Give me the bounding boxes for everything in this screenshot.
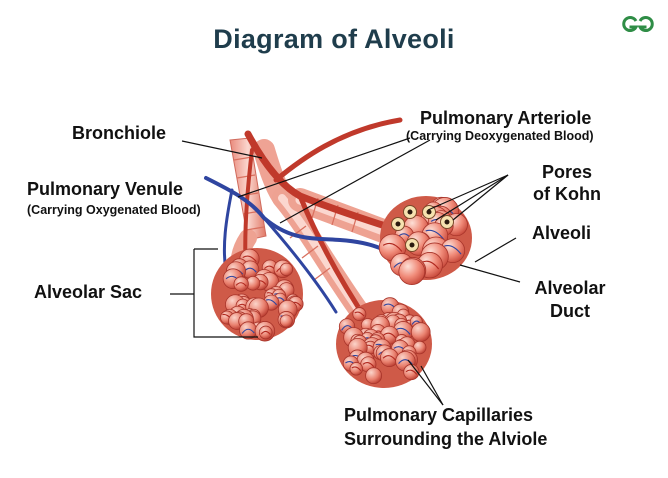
bronchiole-label: Bronchiole — [72, 123, 167, 143]
capillary — [241, 328, 255, 334]
alveolus — [279, 314, 293, 328]
capillary — [242, 255, 257, 263]
alveolus — [398, 258, 426, 286]
alveolus — [279, 262, 294, 277]
alveolus — [258, 325, 273, 340]
alveolus — [233, 276, 249, 292]
pulmonary-capillaries-label-line2: Surrounding the Alviole — [344, 429, 548, 449]
capillary — [382, 355, 397, 361]
pulmonary-arteriole-vessels — [243, 117, 403, 325]
pulmonary-arteriole-note: (Carrying Deoxygenated Blood) — [406, 129, 594, 143]
capillary — [382, 332, 397, 339]
capillary — [444, 245, 462, 255]
capillary — [425, 229, 445, 240]
page-title: Diagram of Alveoli — [213, 24, 455, 54]
capillary — [260, 330, 271, 335]
capillary — [405, 369, 418, 375]
geeksforgeeks-logo-icon — [622, 16, 654, 32]
alveolus — [352, 307, 367, 322]
capillary — [235, 282, 247, 287]
capillary — [382, 242, 403, 252]
alveolar-sac-label: Alveolar Sac — [34, 282, 143, 302]
alveolus — [410, 322, 431, 342]
pulmonary-capillaries-label-line1: Pulmonary Capillaries — [344, 405, 534, 425]
alveolus — [349, 362, 364, 376]
capillary — [395, 327, 411, 335]
capillary — [354, 311, 365, 317]
alveolar-duct-label-line2: Duct — [550, 301, 590, 321]
bottom-alveolar-cluster — [336, 297, 432, 388]
alveolar-sac-cluster — [211, 248, 304, 342]
leader-lines — [170, 137, 521, 406]
capillary — [362, 362, 375, 368]
pores-of-kohn-label-line2: of Kohn — [533, 184, 601, 204]
alveolus — [365, 367, 383, 385]
capillary — [398, 359, 413, 365]
pulmonary-venule-label: Pulmonary Venule — [27, 179, 184, 199]
alveolar-duct-label-line1: Alveolar — [534, 278, 606, 298]
capillary — [265, 299, 278, 306]
capillary — [351, 366, 362, 372]
alveoli-label: Alveoli — [532, 223, 592, 243]
pores-of-kohn-dots — [391, 205, 454, 252]
pulmonary-venule-note: (Carrying Oxygenated Blood) — [27, 203, 201, 217]
pulmonary-arteriole-label: Pulmonary Arteriole — [420, 108, 592, 128]
pores-of-kohn-label-line1: Pores — [541, 162, 593, 182]
